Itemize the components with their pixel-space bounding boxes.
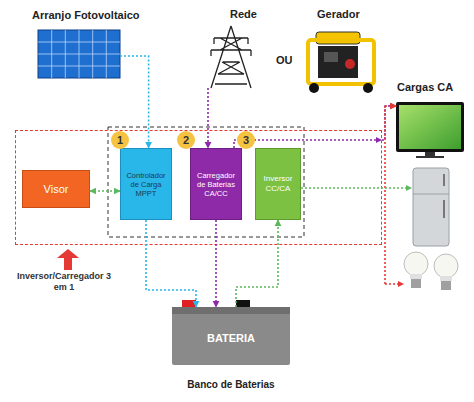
transmission-tower — [211, 26, 251, 88]
generator-icon — [309, 83, 319, 93]
pointer-arrow — [57, 249, 79, 258]
lamp-icon — [404, 252, 428, 276]
flow-connector — [146, 220, 196, 307]
flow-connector — [236, 220, 278, 307]
lamp-icon — [410, 274, 422, 279]
node-text: Inversor CC/CA — [258, 174, 298, 194]
inner-dashed-frame — [108, 127, 304, 237]
lamp-icon — [434, 254, 458, 278]
battery-icon — [236, 300, 250, 308]
node-text: Carregador de Baterias CA/CC — [193, 171, 239, 198]
node-text: Cargas CA — [397, 81, 453, 93]
callout-circle — [177, 131, 195, 149]
transmission-tower — [211, 26, 251, 88]
pointer-arrow — [64, 258, 72, 270]
generator: Gerador — [305, 30, 377, 92]
battery-charger-box: Carregador de Baterias CA/CC — [190, 148, 242, 220]
tv-icon — [416, 156, 444, 158]
battery-box: BATERIABanco de Baterias — [172, 307, 290, 365]
battery-icon — [172, 307, 290, 365]
node-text: Inversor/Carregador 3 em 1 — [14, 271, 114, 293]
tv-icon — [396, 102, 464, 158]
generator-icon — [308, 32, 374, 93]
generator-icon — [308, 40, 374, 84]
fridge-icon — [413, 194, 449, 195]
node-text: Visor — [44, 183, 69, 195]
ac-load-tv: Cargas CA — [396, 102, 464, 157]
connector-group — [90, 56, 396, 307]
node-text: Controlador de Carga MPPT — [123, 171, 169, 198]
battery-icon — [172, 307, 290, 314]
node-text: Rede — [230, 8, 257, 20]
solar-panel — [38, 30, 120, 78]
lamp-icon — [440, 276, 452, 281]
flow-connector — [215, 220, 217, 307]
flow-connector — [120, 56, 149, 148]
generator-icon — [363, 83, 373, 93]
generator-icon — [318, 46, 358, 78]
callout-number: 1 — [111, 131, 129, 149]
or-label: OU — [276, 54, 300, 68]
solar-panel — [38, 30, 120, 78]
callout-number: 2 — [177, 131, 195, 149]
charge-controller-box: Controlador de Carga MPPT — [120, 148, 172, 220]
load-bus-wire — [391, 103, 397, 109]
node-text: BATERIA — [207, 332, 255, 344]
fridge-icon — [413, 168, 449, 246]
load-bus-wire — [385, 106, 398, 284]
generator-icon — [345, 59, 355, 69]
tv-icon — [396, 102, 464, 152]
callout-circle — [237, 131, 255, 149]
bypass-arrowhead — [376, 137, 382, 143]
solar-panel — [38, 30, 120, 78]
tv-icon — [425, 152, 435, 156]
fridge-icon — [443, 200, 445, 218]
callout-number: 3 — [237, 131, 255, 149]
node-caption: Banco de Baterias — [152, 379, 310, 390]
inverter-charger-frame: Inversor/Carregador 3 em 1VisorControlad… — [15, 130, 382, 245]
load-bus-wire — [385, 103, 404, 287]
fridge-wire — [406, 185, 412, 191]
solar-array: Arranjo Fotovoltaico — [38, 30, 120, 78]
load-bus-wire — [398, 281, 404, 287]
battery-icon — [172, 300, 290, 365]
flow-connector — [90, 190, 120, 192]
node-text: Gerador — [317, 8, 360, 20]
node-text: Arranjo Fotovoltaico — [32, 9, 140, 21]
generator-icon — [324, 52, 338, 62]
fridge-wire — [301, 187, 407, 189]
flow-connector — [207, 88, 209, 148]
lamp-icon — [441, 281, 451, 290]
display-box: Visor — [22, 170, 90, 208]
fridge-icon — [443, 174, 445, 186]
lamp-icon — [404, 252, 458, 290]
generator-icon — [316, 32, 360, 44]
battery-icon — [182, 300, 196, 308]
callout-circle — [111, 131, 129, 149]
callout-circle — [111, 131, 255, 149]
fridge-icon — [413, 168, 449, 246]
pointer-arrow — [57, 249, 79, 270]
lamp-icon — [411, 279, 421, 288]
fridge-wire — [301, 185, 412, 191]
inner-dashed-frame — [108, 127, 304, 237]
bypass-arrowhead — [376, 137, 382, 143]
flow-connector — [234, 106, 396, 148]
inverter-box: Inversor CC/CA — [255, 148, 301, 220]
grid-tower: Rede — [205, 28, 257, 88]
tv-icon — [399, 105, 461, 149]
